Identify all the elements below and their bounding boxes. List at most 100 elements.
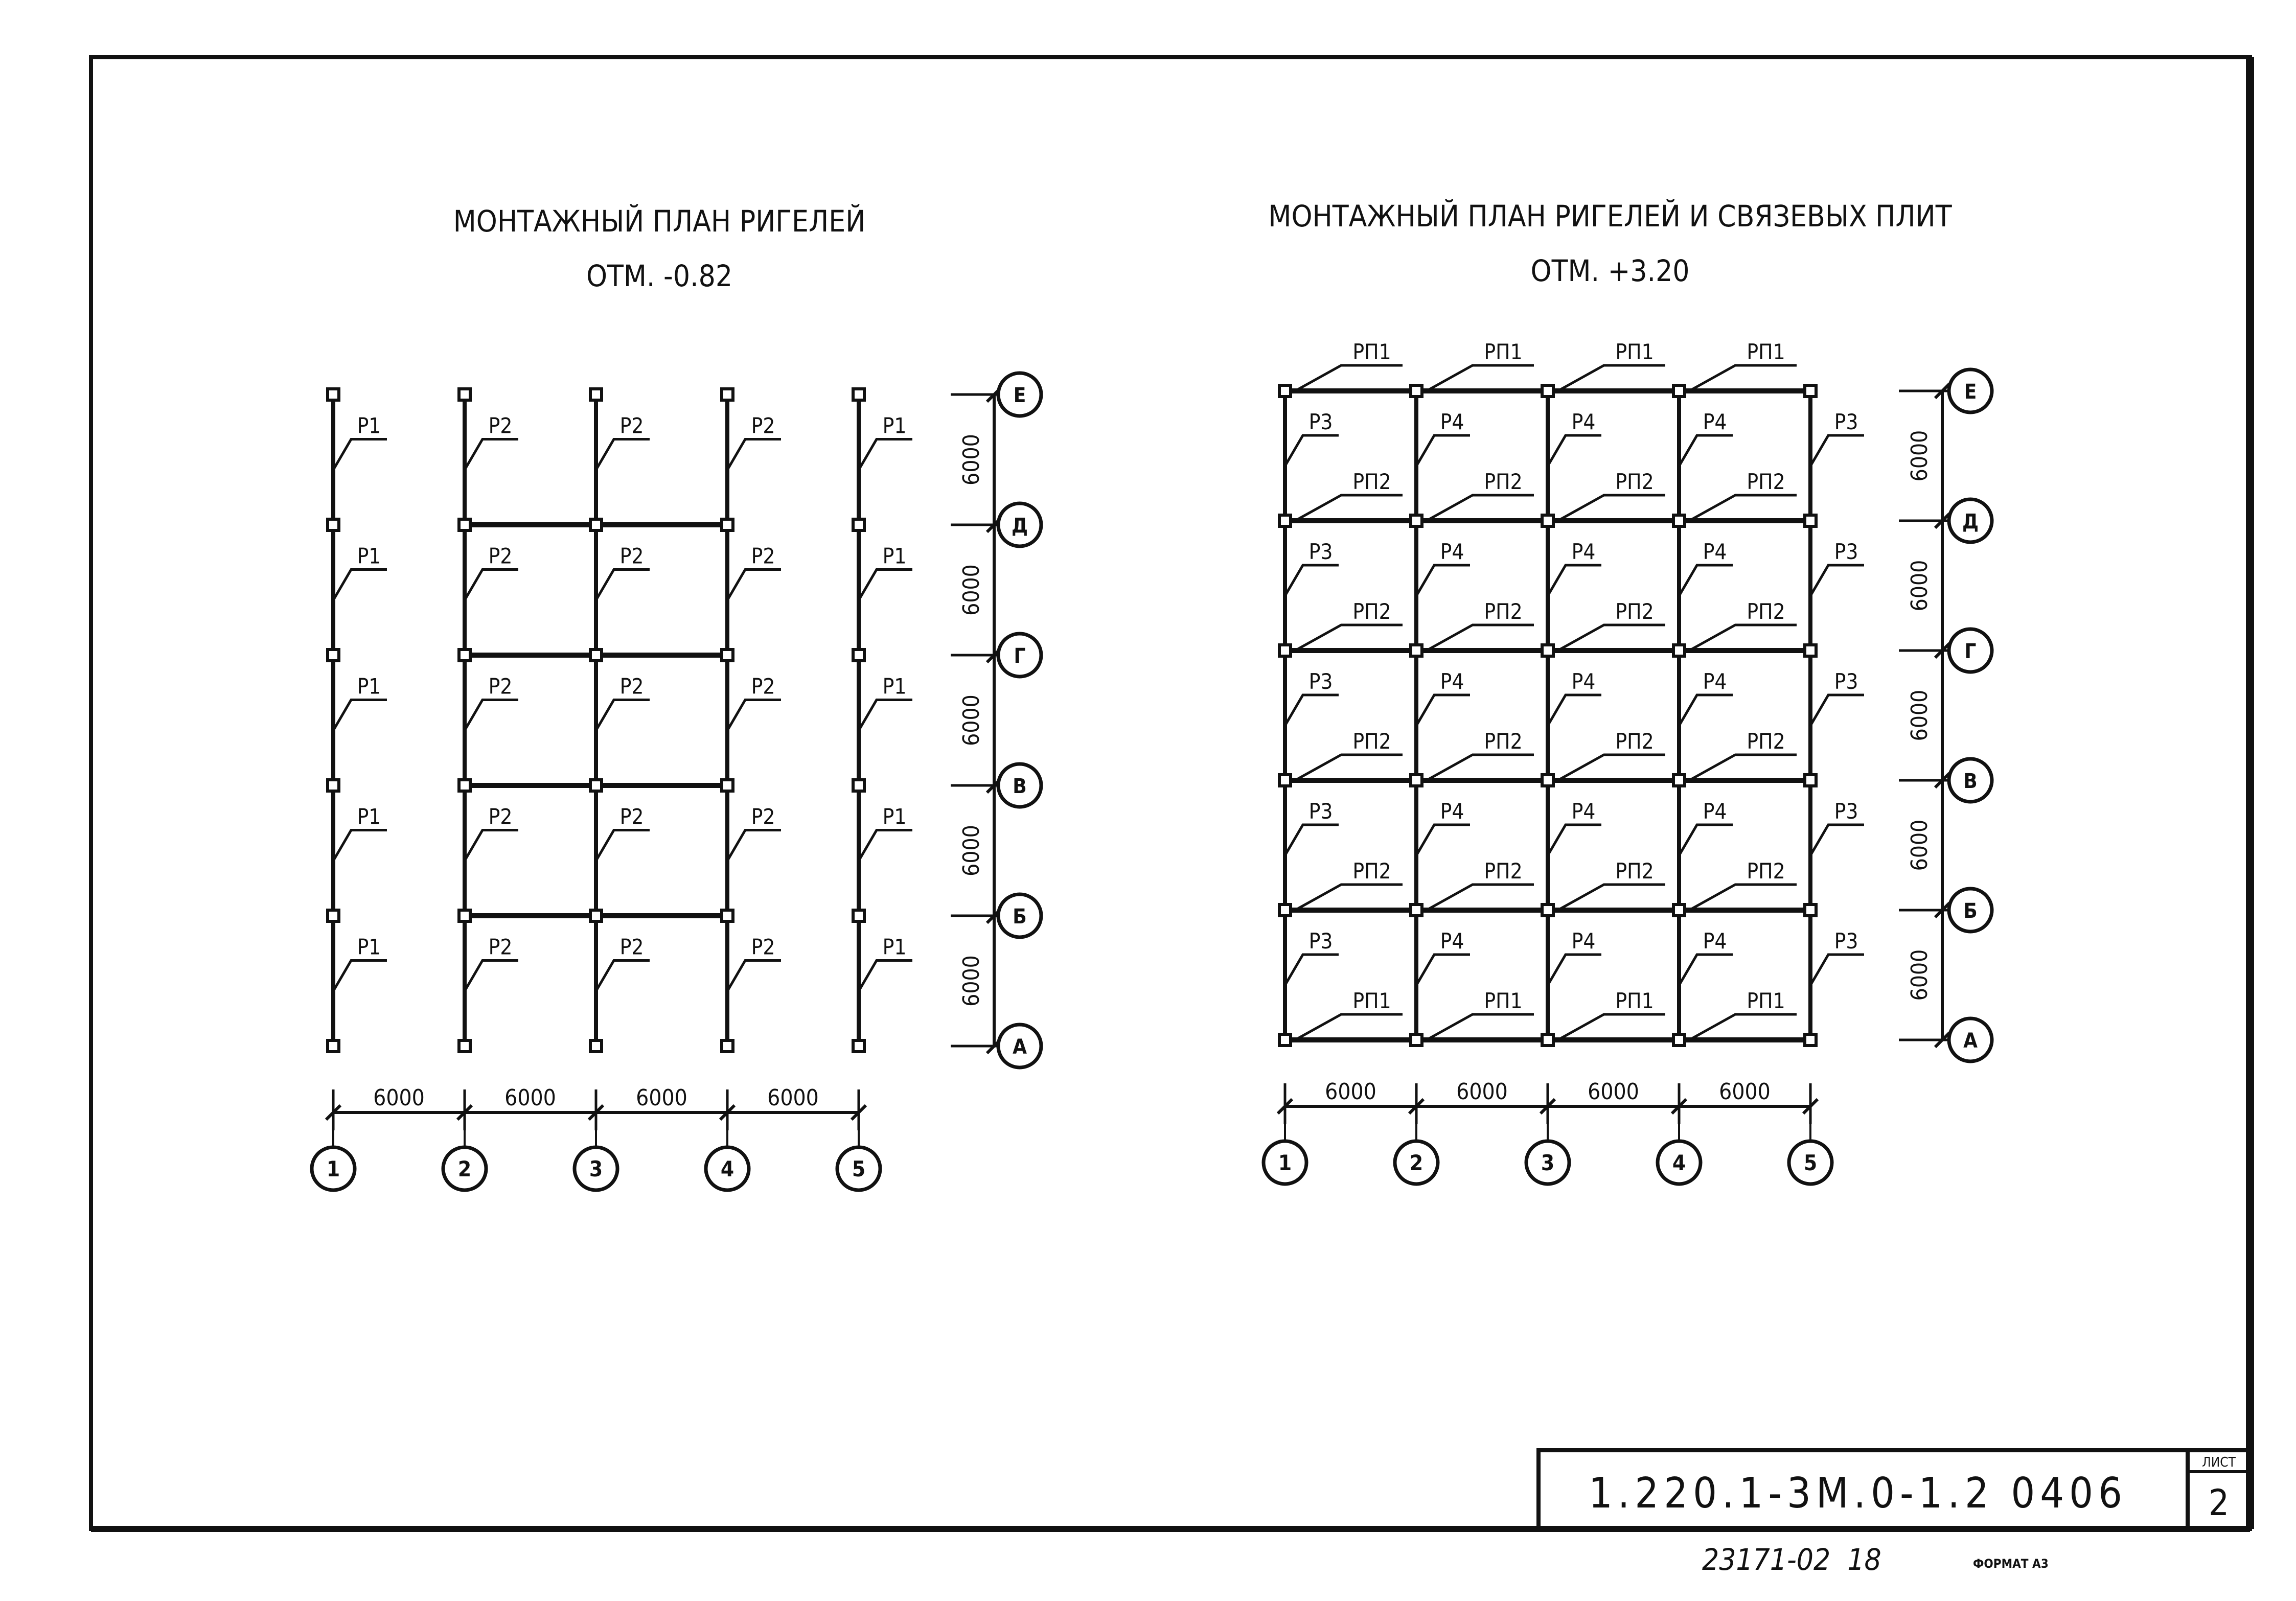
column-node [1803, 903, 1818, 917]
document-code: 1.220.1-3М.0-1.2 0406 [1589, 1469, 2127, 1518]
axis-label-y: В [1013, 775, 1026, 798]
beam-leader [1415, 434, 1470, 467]
column-node [720, 387, 734, 402]
axis-bubble-y [996, 1023, 1043, 1070]
axis-bubble-y [996, 632, 1043, 679]
beam-leader [332, 959, 387, 992]
beam-leader [857, 699, 912, 731]
axis-bubble-y [1947, 627, 1994, 674]
slab-leader [1426, 883, 1534, 912]
slab-leader [1294, 753, 1403, 782]
column-node [1409, 384, 1423, 398]
beam-label: Р4 [1572, 669, 1596, 694]
axis-label-x: 4 [1672, 1150, 1686, 1175]
slab-leader [1688, 364, 1797, 392]
dimension-tick [1276, 1098, 1294, 1115]
dimension-tick [1408, 1098, 1425, 1115]
beam-leader [1678, 693, 1733, 727]
span-x-label: 6000 [1325, 1079, 1376, 1105]
slab-label-inner: РП2 [1615, 469, 1654, 494]
beam-leader [463, 568, 518, 601]
axis-label-y: Д [1962, 510, 1979, 533]
slab-label-inner: РП2 [1352, 729, 1391, 754]
column-node [1541, 773, 1555, 787]
axis-bubble-x [1656, 1139, 1703, 1186]
slab-leader [1426, 494, 1534, 522]
beam-leader [1415, 823, 1470, 856]
axis-label-y: А [1013, 1035, 1027, 1059]
beam-label: Р2 [620, 804, 644, 829]
beam-label: Р1 [357, 935, 381, 960]
column-node [720, 778, 734, 793]
axis-label-y: Е [1964, 380, 1977, 404]
span-x-label: 6000 [504, 1085, 556, 1111]
column-node [1672, 643, 1686, 658]
column-node [589, 648, 603, 662]
column-node [1541, 1033, 1555, 1047]
slab-leader [1426, 1013, 1534, 1041]
beam-leader [1283, 564, 1339, 597]
beam-label: Р3 [1309, 669, 1333, 694]
span-x-label: 6000 [636, 1085, 687, 1111]
sheet-label: ЛИСТ [2202, 1455, 2236, 1470]
slab-label-edge: РП1 [1352, 988, 1391, 1013]
beam-label: Р3 [1834, 929, 1858, 954]
column-node [1541, 384, 1555, 398]
beam-label: Р2 [751, 804, 775, 829]
left-plan: Р1Р1Р1Р1Р1Р2Р2Р2Р2Р2Р2Р2Р2Р2Р2Р2Р2Р2Р2Р2… [310, 371, 1043, 1192]
beam-leader [332, 699, 387, 731]
slab-label-edge: РП1 [1352, 339, 1391, 364]
beam-leader [726, 568, 781, 601]
slab-label-inner: РП2 [1352, 599, 1391, 624]
axis-label-y: Е [1014, 384, 1026, 407]
slab-label-inner: РП2 [1484, 469, 1522, 494]
column-node [1672, 773, 1686, 787]
right-plan-elevation: ОТМ. +3.20 [1531, 253, 1690, 288]
slab-leader [1688, 753, 1797, 782]
beam-label: Р3 [1834, 669, 1858, 694]
beam-label: Р2 [489, 413, 513, 438]
beam-leader [1678, 564, 1733, 597]
column-node [1803, 384, 1818, 398]
beam-label: Р4 [1572, 929, 1596, 954]
axis-label-x: 1 [1278, 1150, 1292, 1175]
beam-leader [332, 829, 387, 862]
slab-leader [1294, 623, 1403, 652]
beam-label: Р1 [883, 674, 907, 699]
axis-bubble-y [1947, 757, 1994, 804]
dimension-tick [1934, 1031, 1951, 1049]
beam-label: Р2 [620, 935, 644, 960]
axis-bubble-x [1261, 1139, 1308, 1186]
axis-label-y: Г [1014, 644, 1026, 668]
beam-leader [594, 829, 650, 862]
dimension-tick [456, 1104, 473, 1121]
column-node [589, 518, 603, 532]
axis-label-x: 3 [589, 1156, 603, 1181]
span-x-label: 6000 [1588, 1079, 1639, 1105]
title-block: 1.220.1-3М.0-1.2 0406 ЛИСТ 2 [1536, 1448, 2252, 1531]
axis-label-x: 2 [1410, 1150, 1423, 1175]
beam-leader [1678, 953, 1733, 986]
beam-label: Р3 [1309, 539, 1333, 564]
column-node [1278, 903, 1292, 917]
beam-leader [857, 829, 912, 862]
axis-label-x: 5 [1804, 1150, 1817, 1175]
axis-label-y: А [1963, 1029, 1978, 1053]
slab-leader [1294, 883, 1403, 912]
beam-leader [1546, 823, 1601, 856]
slab-label-inner: РП2 [1747, 858, 1785, 884]
slab-leader [1557, 494, 1665, 522]
beam-leader [1283, 434, 1339, 467]
beam-leader [1546, 693, 1601, 727]
axis-bubble-x [1393, 1139, 1440, 1186]
column-node [457, 518, 472, 532]
slab-label-inner: РП2 [1747, 469, 1785, 494]
column-node [1803, 1033, 1818, 1047]
column-node [457, 1039, 472, 1053]
column-node [720, 1039, 734, 1053]
axis-bubble-y [996, 501, 1043, 548]
column-node [1541, 903, 1555, 917]
dimension-tick [719, 1104, 736, 1121]
span-x-label: 6000 [1456, 1079, 1508, 1105]
